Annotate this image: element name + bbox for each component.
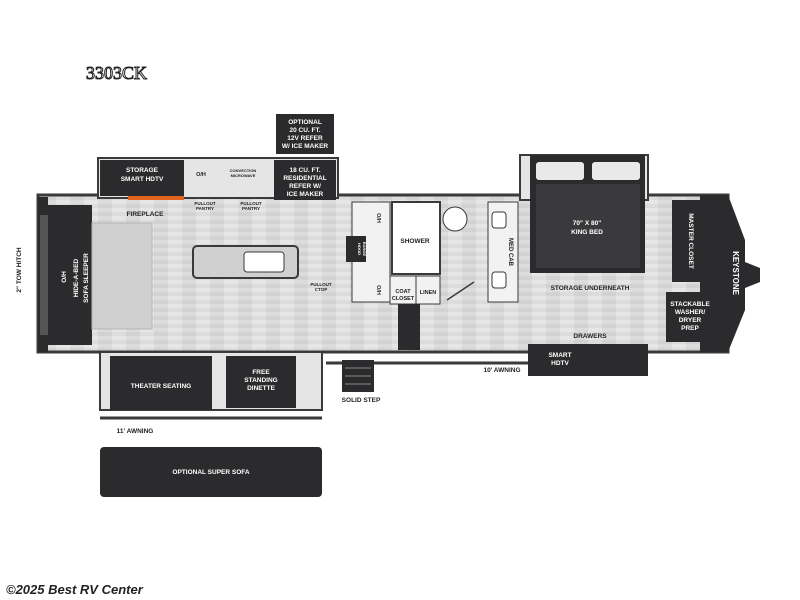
label-storage-underneath: STORAGE UNDERNEATH (551, 285, 630, 292)
range-cooktop (346, 236, 366, 262)
label-washer-4: PREP (681, 325, 699, 332)
drawers-slide (528, 344, 648, 376)
washer-dryer (666, 292, 716, 342)
label-awning-10: 10' AWNING (483, 367, 520, 374)
model-number: 3303CK (85, 63, 148, 84)
label-coat: COAT (395, 289, 411, 295)
label-bed-size: 70" X 80" (573, 220, 602, 227)
label-convection-2: MICROWAVE (231, 173, 256, 178)
label-pantry-1a: PULLOUT (194, 201, 215, 206)
label-dinette-2: STANDING (244, 377, 277, 384)
label-smart: SMART (548, 352, 571, 359)
label-hood: HOOD (357, 243, 362, 255)
pillow-right (592, 162, 640, 180)
label-ctop-2: CTOP (315, 287, 327, 292)
label-tow-hitch: 2" TOW HITCH (16, 247, 23, 293)
label-residential-1: 18 CU. FT. (289, 167, 320, 174)
vanity-sink-2 (491, 271, 507, 289)
entry-door (398, 304, 420, 350)
pillow-left (536, 162, 584, 180)
label-residential-4: ICE MAKER (287, 191, 324, 198)
label-sofa-2: SOFA SLEEPER (83, 253, 90, 303)
label-closet: CLOSET (392, 296, 415, 302)
mattress (536, 184, 640, 268)
fireplace-flame (128, 196, 184, 200)
copyright-watermark: ©2025 Best RV Center (6, 582, 143, 597)
brand-logo: KEYSTONE (731, 251, 740, 296)
label-pantry-2b: PANTRY (242, 206, 260, 211)
hide-a-bed-sofa (40, 205, 92, 345)
label-dinette-3: DINETTE (247, 385, 275, 392)
label-super-sofa: OPTIONAL SUPER SOFA (172, 469, 249, 476)
label-sofa-1: HIDE-A-BED (73, 259, 80, 298)
label-linen: LINEN (420, 290, 437, 296)
label-washer-1: STACKABLE (670, 301, 710, 308)
shower-stall (391, 201, 441, 275)
label-pantry-2a: PULLOUT (240, 201, 261, 206)
label-storage: STORAGE (126, 167, 159, 174)
label-oh-kitchen: O/H (196, 172, 206, 178)
bath-door (446, 281, 475, 301)
storage-tv-cabinet (100, 160, 184, 196)
label-convection-1: CONVECTION (230, 168, 257, 173)
label-dinette-1: FREE (252, 369, 270, 376)
theater-seating (110, 356, 212, 410)
label-king-bed: KING BED (571, 229, 603, 236)
label-washer-2: WASHER/ (675, 309, 706, 316)
island-sink (243, 251, 285, 273)
sofa-arm (40, 215, 48, 335)
label-ctop-1: PULLOUT (310, 282, 331, 287)
label-optional-refer-4: W/ ICE MAKER (282, 143, 329, 150)
free-standing-dinette (226, 356, 296, 408)
label-shower: SHOWER (400, 238, 430, 245)
master-closet (672, 200, 700, 282)
label-oh-front: O/H (61, 271, 68, 283)
label-washer-3: DRYER (679, 317, 702, 324)
label-optional-refer-3: 12V REFER (287, 135, 323, 142)
label-hdtv: HDTV (551, 360, 569, 367)
label-theater: THEATER SEATING (131, 383, 191, 390)
label-optional-refer-1: OPTIONAL (288, 119, 322, 126)
label-residential-3: REFER W/ (289, 183, 321, 190)
label-pantry-1b: PANTRY (196, 206, 214, 211)
label-smart-hdtv: SMART HDTV (121, 176, 164, 183)
vanity-sink-1 (491, 211, 507, 229)
label-solid-step: SOLID STEP (342, 397, 381, 404)
rear-bumper (745, 262, 760, 288)
label-awning-11: 11' AWNING (117, 428, 154, 435)
label-optional-refer-2: 20 CU. FT. (289, 127, 320, 134)
linen-closet (415, 275, 441, 305)
label-fireplace: FIREPLACE (127, 211, 165, 218)
label-drawers: DRAWERS (573, 333, 607, 340)
label-oh-upper: O/H (375, 213, 381, 223)
optional-refer-box (276, 114, 334, 154)
label-range: RANGE (362, 242, 367, 257)
label-residential-2: RESIDENTIAL (283, 175, 326, 182)
label-master-closet: MASTER CLOSET (687, 213, 694, 269)
living-rug (91, 222, 153, 330)
label-med-cab: MED CAB (507, 238, 513, 267)
toilet (442, 206, 468, 232)
label-oh-lower: O/H (375, 285, 381, 295)
residential-refer (274, 160, 336, 200)
optional-super-sofa (100, 447, 322, 497)
